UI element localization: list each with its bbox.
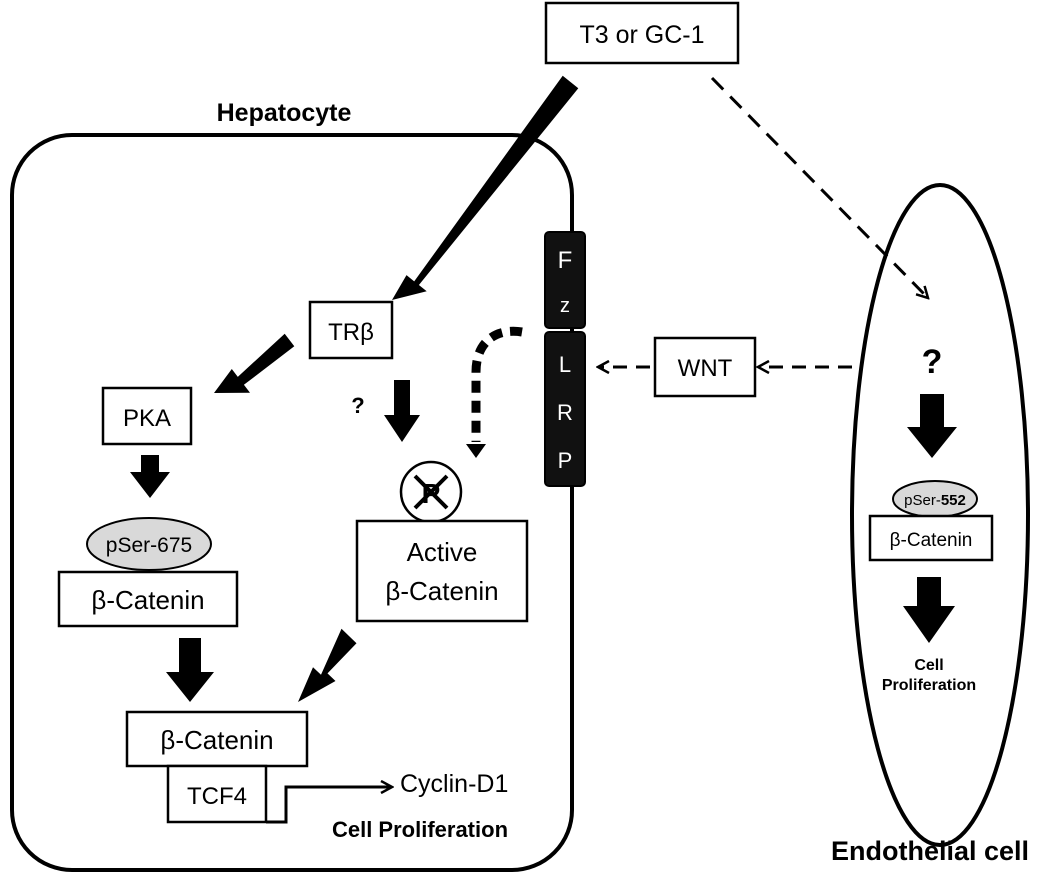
arrow-beta-catenin-to-complex [166,638,214,702]
svg-text:β-Catenin: β-Catenin [91,585,204,615]
arrow-tcf4-to-cyclin-d1 [266,787,392,824]
arrow-t3-to-tr-beta [392,75,579,300]
svg-text:Active: Active [407,537,478,567]
arrow-tr-beta-to-active [384,380,420,442]
pser552-marker: pSer-552 [892,480,978,518]
svg-text:P: P [558,448,573,473]
dashed-arrow-t3-to-endothelial [710,76,928,298]
endothelial-cell-membrane [850,183,1030,847]
arrow-endo-question-to-pser552 [907,394,957,458]
arrow-tr-beta-to-pka [214,333,295,393]
svg-text:β-Catenin: β-Catenin [890,530,973,551]
svg-text:TRβ: TRβ [328,319,374,346]
dashed-arrow-receptor-to-active [471,326,523,442]
svg-text:L: L [559,352,571,377]
endothelial-cell-label: Endothelial cell [831,836,1029,866]
dephosphorylation-marker: P [399,460,463,524]
cell-proliferation-endothelial-line1: Cell [914,657,943,674]
beta-catenin-tcf4-complex: β-Catenin TCF4 [125,710,309,824]
svg-text:PKA: PKA [123,405,171,432]
dashed-arrow-receptor-to-active-head [466,444,486,458]
pser675-marker: pSer-675 [86,517,212,571]
hepatocyte-label: Hepatocyte [217,99,352,127]
cyclin-d1-label: Cyclin-D1 [400,770,508,798]
svg-text:z: z [560,295,570,317]
svg-text:R: R [557,400,573,425]
svg-text:β-Catenin: β-Catenin [385,576,498,606]
svg-text:pSer-552: pSer-552 [904,492,966,509]
tr-beta-node: TRβ [308,300,394,360]
arrow-pka-to-beta-catenin [130,455,170,498]
pka-node: PKA [101,386,193,446]
unknown-mechanism-tr: ? [351,393,364,418]
beta-catenin-pka-node: β-Catenin [57,570,239,628]
svg-text:β-Catenin: β-Catenin [160,725,273,755]
fz-receptor: F z [544,231,586,329]
lrp-receptor: L R P [544,331,586,487]
cell-proliferation-endothelial-line2: Proliferation [882,677,976,694]
svg-text:F: F [558,247,573,274]
arrow-endo-catenin-to-proliferation [903,577,955,643]
t3-gc1-node: T3 or GC-1 [544,1,740,65]
unknown-mechanism-endothelial: ? [922,343,943,381]
svg-text:T3 or GC-1: T3 or GC-1 [579,21,704,49]
wnt-node: WNT [653,336,757,398]
cell-proliferation-hepatocyte-label: Cell Proliferation [332,817,508,842]
beta-catenin-endothelial-node: β-Catenin [868,514,994,562]
arrow-active-to-complex [298,628,357,702]
svg-text:pSer-675: pSer-675 [106,534,192,557]
svg-text:WNT: WNT [678,355,733,382]
active-beta-catenin-node: Active β-Catenin [355,519,529,623]
hepatocyte-membrane [10,133,574,872]
svg-text:TCF4: TCF4 [187,783,247,810]
